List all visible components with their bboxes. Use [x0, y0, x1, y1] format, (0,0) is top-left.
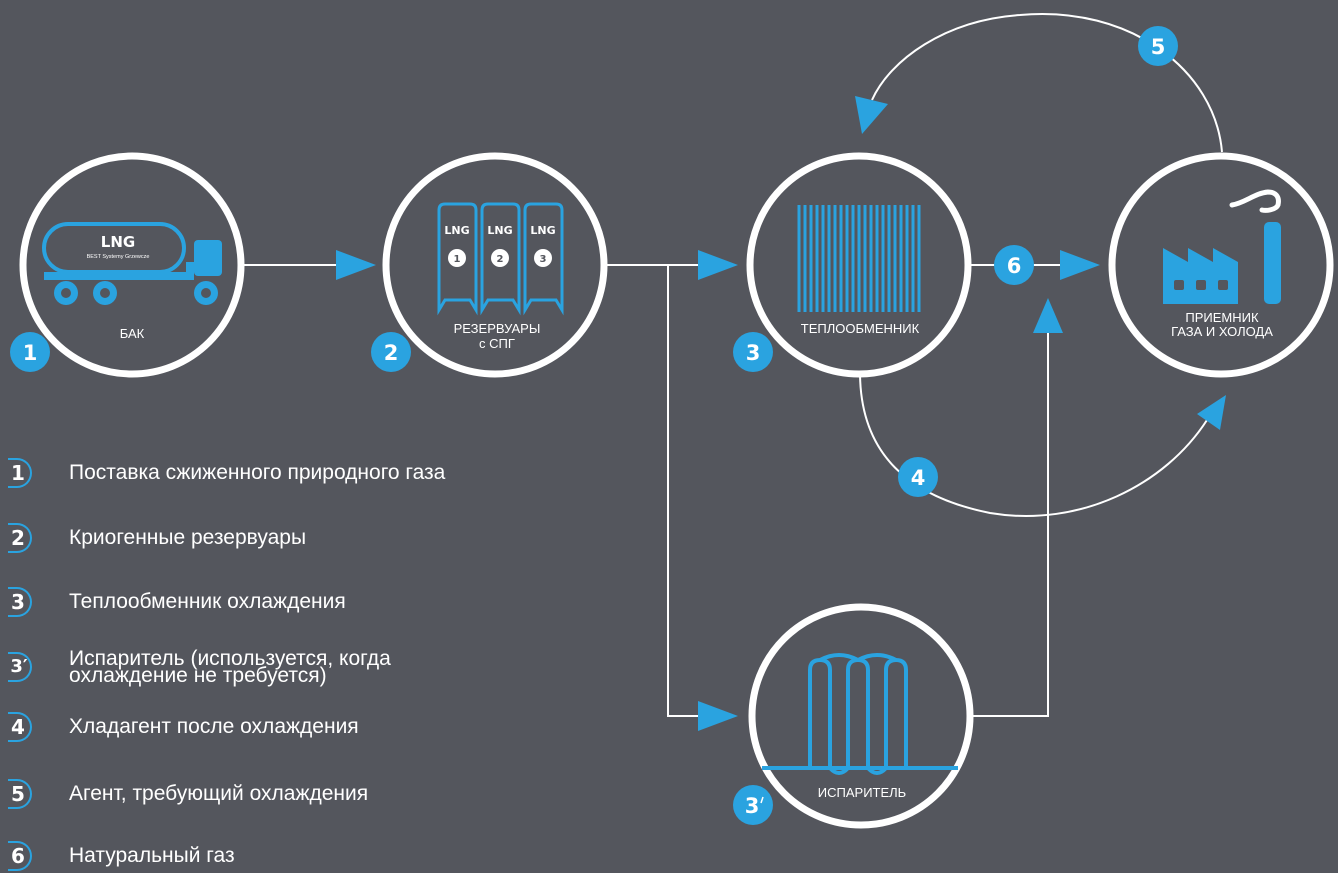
svg-text:3: 3: [745, 794, 760, 818]
tank-2-label: LNG: [487, 224, 512, 237]
badge-1: 1: [10, 332, 50, 372]
factory-icon: [1163, 222, 1281, 304]
node-reservoirs-label-line1: РЕЗЕРВУАРЫ: [454, 321, 541, 336]
tank-3-label: LNG: [530, 224, 555, 237]
legend-item-5: 5 Агент, требующий охлаждения: [8, 777, 368, 811]
legend-badge-2: 2: [8, 523, 38, 553]
heat-exchanger-icon: [797, 205, 921, 312]
arrow-loop5-into-exchanger: [855, 96, 888, 134]
truck-caption-text: BEST Systemy Grzewcze: [87, 254, 150, 260]
line-branch-to-evaporator: [667, 265, 700, 717]
badge-3-prime: 3: [733, 785, 773, 825]
svg-text:2: 2: [384, 341, 399, 365]
legend-text-5: Агент, требующий охлаждения: [69, 782, 369, 805]
legend-item-1: 1 Поставка сжиженного природного газа: [8, 456, 445, 490]
loop-4-refrigerant: [859, 371, 1208, 517]
node-tank: LNG BEST Systemy Grzewcze БАК: [19, 152, 245, 378]
node-receiver: ПРИЕМНИК ГАЗА И ХОЛОДА: [1108, 152, 1334, 378]
arrowheads: [336, 96, 1226, 731]
badge-5: 5: [1138, 26, 1178, 66]
legend-text-3: Теплообменник охлаждения: [69, 590, 346, 613]
badge-4: 4: [898, 457, 938, 497]
node-evaporator-circle: [748, 603, 974, 829]
badge-6: 6: [994, 245, 1034, 285]
arrow-up-to-receiver: [1033, 298, 1063, 333]
arrow-loop4-into-receiver: [1197, 395, 1226, 430]
smoke-icon: [1229, 189, 1281, 213]
node-heat-exchanger: ТЕПЛООБМЕННИК: [746, 152, 972, 378]
node-evaporator: ИСПАРИТЕЛЬ: [748, 603, 974, 829]
svg-text:4: 4: [911, 466, 926, 490]
legend-badge-6: 6: [8, 841, 38, 871]
node-tank-label: БАК: [120, 326, 145, 341]
tank-1-label: LNG: [444, 224, 469, 237]
legend-text-2: Криогенные резервуары: [69, 526, 307, 549]
node-receiver-label-line2: ГАЗА И ХОЛОДА: [1171, 324, 1273, 339]
tank-1-number: 1: [454, 254, 461, 265]
truck-logo-text: LNG: [101, 233, 135, 251]
legend-item-3-prime: 3′ Испаритель (используется, когда охлаж…: [8, 647, 391, 687]
flow-lines: [240, 13, 1223, 717]
legend-text-4: Хладагент после охлаждения: [69, 715, 359, 738]
legend-text-3-prime: Испаритель (используется, когда охлажден…: [69, 647, 391, 687]
svg-text:5: 5: [1151, 35, 1166, 59]
legend-badge-3-prime: 3′: [8, 652, 38, 682]
badge-3: 3: [733, 332, 773, 372]
truck-icon: [42, 222, 222, 305]
node-heat-exchanger-label: ТЕПЛООБМЕННИК: [801, 321, 920, 336]
node-evaporator-label: ИСПАРИТЕЛЬ: [818, 785, 906, 800]
svg-text:1: 1: [23, 341, 38, 365]
legend-text-6: Натуральный газ: [69, 844, 235, 867]
arrow-into-receiver: [1060, 250, 1100, 280]
arrow-into-evaporator: [698, 701, 738, 731]
legend-badge-1: 1: [8, 458, 38, 488]
legend-badge-3: 3: [8, 587, 38, 617]
tank-3-number: 3: [540, 254, 547, 265]
arrow-into-reservoirs: [336, 250, 376, 280]
badges: 1 2 3 3 4 5 6: [10, 26, 1178, 825]
node-receiver-label-line1: ПРИЕМНИК: [1185, 310, 1259, 325]
legend-badge-4: 4: [8, 712, 38, 742]
badge-2: 2: [371, 332, 411, 372]
legend-item-2: 2 Криогенные резервуары: [8, 521, 306, 555]
node-tank-circle: [19, 152, 245, 378]
svg-text:3: 3: [746, 341, 761, 365]
loop-5-agent: [871, 13, 1223, 153]
arrow-into-exchanger: [698, 250, 738, 280]
svg-text:6: 6: [1007, 254, 1022, 278]
line-evaporator-to-receiver: [972, 332, 1049, 717]
tank-2-number: 2: [497, 254, 504, 265]
legend-item-3: 3 Теплообменник охлаждения: [8, 585, 346, 619]
legend-badge-5: 5: [8, 779, 38, 809]
legend-text-1: Поставка сжиженного природного газа: [69, 461, 446, 484]
node-reservoirs: LNG LNG LNG 1 2 3 РЕЗЕРВУАРЫ с СПГ: [382, 152, 608, 378]
cylinders-icon: [437, 202, 564, 316]
node-reservoirs-label-line2: с СПГ: [479, 336, 515, 351]
legend-item-6: 6 Натуральный газ: [8, 839, 235, 873]
tank-2-number-dot: [491, 249, 509, 267]
legend-item-4: 4 Хладагент после охлаждения: [8, 710, 359, 744]
tank-3-number-dot: [534, 249, 552, 267]
tank-1-number-dot: [448, 249, 466, 267]
evaporator-coil-icon: [762, 653, 958, 775]
